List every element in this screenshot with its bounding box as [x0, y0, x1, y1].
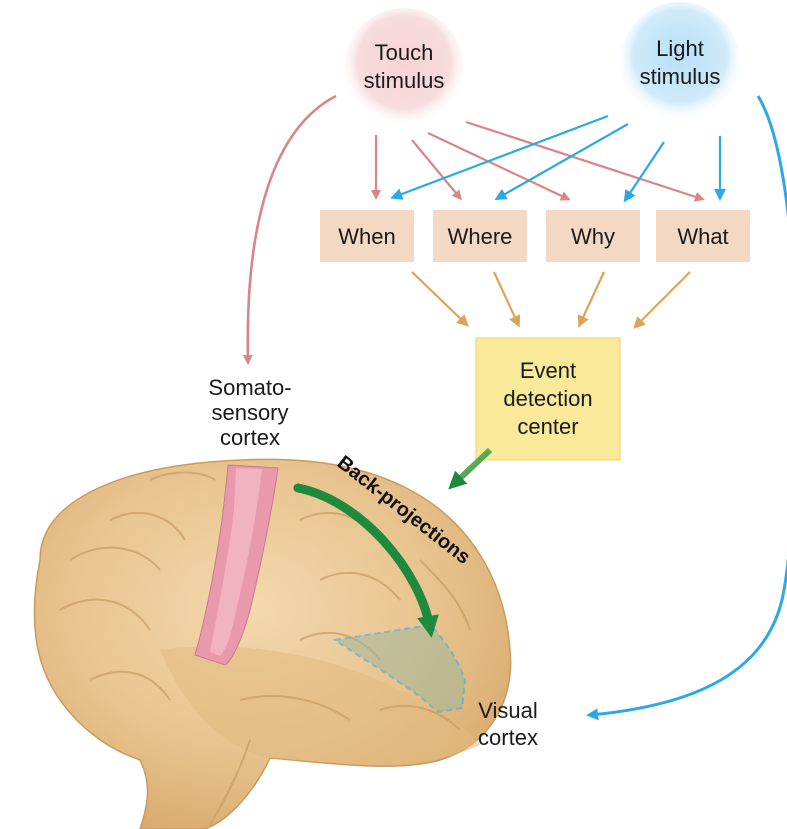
node-what: What — [656, 210, 750, 262]
brain-illustration — [34, 459, 510, 829]
node-what-label: What — [677, 224, 728, 249]
node-when-label: When — [338, 224, 395, 249]
touch-stimulus-label-1: Touch — [375, 40, 434, 65]
processing-nodes: When Where Why What — [320, 210, 750, 262]
event-detection-center: Event detection center — [476, 338, 620, 460]
event-center-label-3: center — [517, 414, 578, 439]
where-to-event-arrow — [494, 272, 518, 324]
node-where-label: Where — [448, 224, 513, 249]
event-center-label-2: detection — [503, 386, 592, 411]
touch-stimulus-label-2: stimulus — [364, 68, 445, 93]
light-to-why-arrow — [626, 142, 664, 199]
somatosensory-label-3: cortex — [220, 425, 280, 450]
somatosensory-label-2: sensory — [211, 400, 288, 425]
light-stimulus-label-1: Light — [656, 36, 704, 61]
visual-cortex-label-1: Visual — [478, 698, 538, 723]
touch-to-where-arrow — [412, 140, 460, 198]
when-to-event-arrow — [412, 272, 466, 324]
event-center-label-1: Event — [520, 358, 576, 383]
node-where: Where — [433, 210, 527, 262]
why-to-event-arrow — [580, 272, 604, 324]
somatosensory-label-1: Somato- — [208, 375, 291, 400]
touch-stimulus-node: Touch stimulus — [344, 8, 464, 128]
node-when: When — [320, 210, 414, 262]
convergence-arrows — [412, 272, 690, 326]
light-stimulus-label-2: stimulus — [640, 64, 721, 89]
event-to-brain-arrow — [454, 450, 490, 484]
light-stimulus-node: Light stimulus — [620, 2, 740, 122]
light-to-where-arrow — [498, 124, 628, 198]
visual-cortex-label-2: cortex — [478, 725, 538, 750]
node-why: Why — [546, 210, 640, 262]
node-why-label: Why — [571, 224, 615, 249]
touch-to-why-arrow — [428, 133, 568, 199]
touch-to-what-arrow — [466, 122, 702, 199]
what-to-event-arrow — [636, 272, 690, 326]
somatosensory-cortex-label: Somato- sensory cortex — [208, 375, 291, 450]
